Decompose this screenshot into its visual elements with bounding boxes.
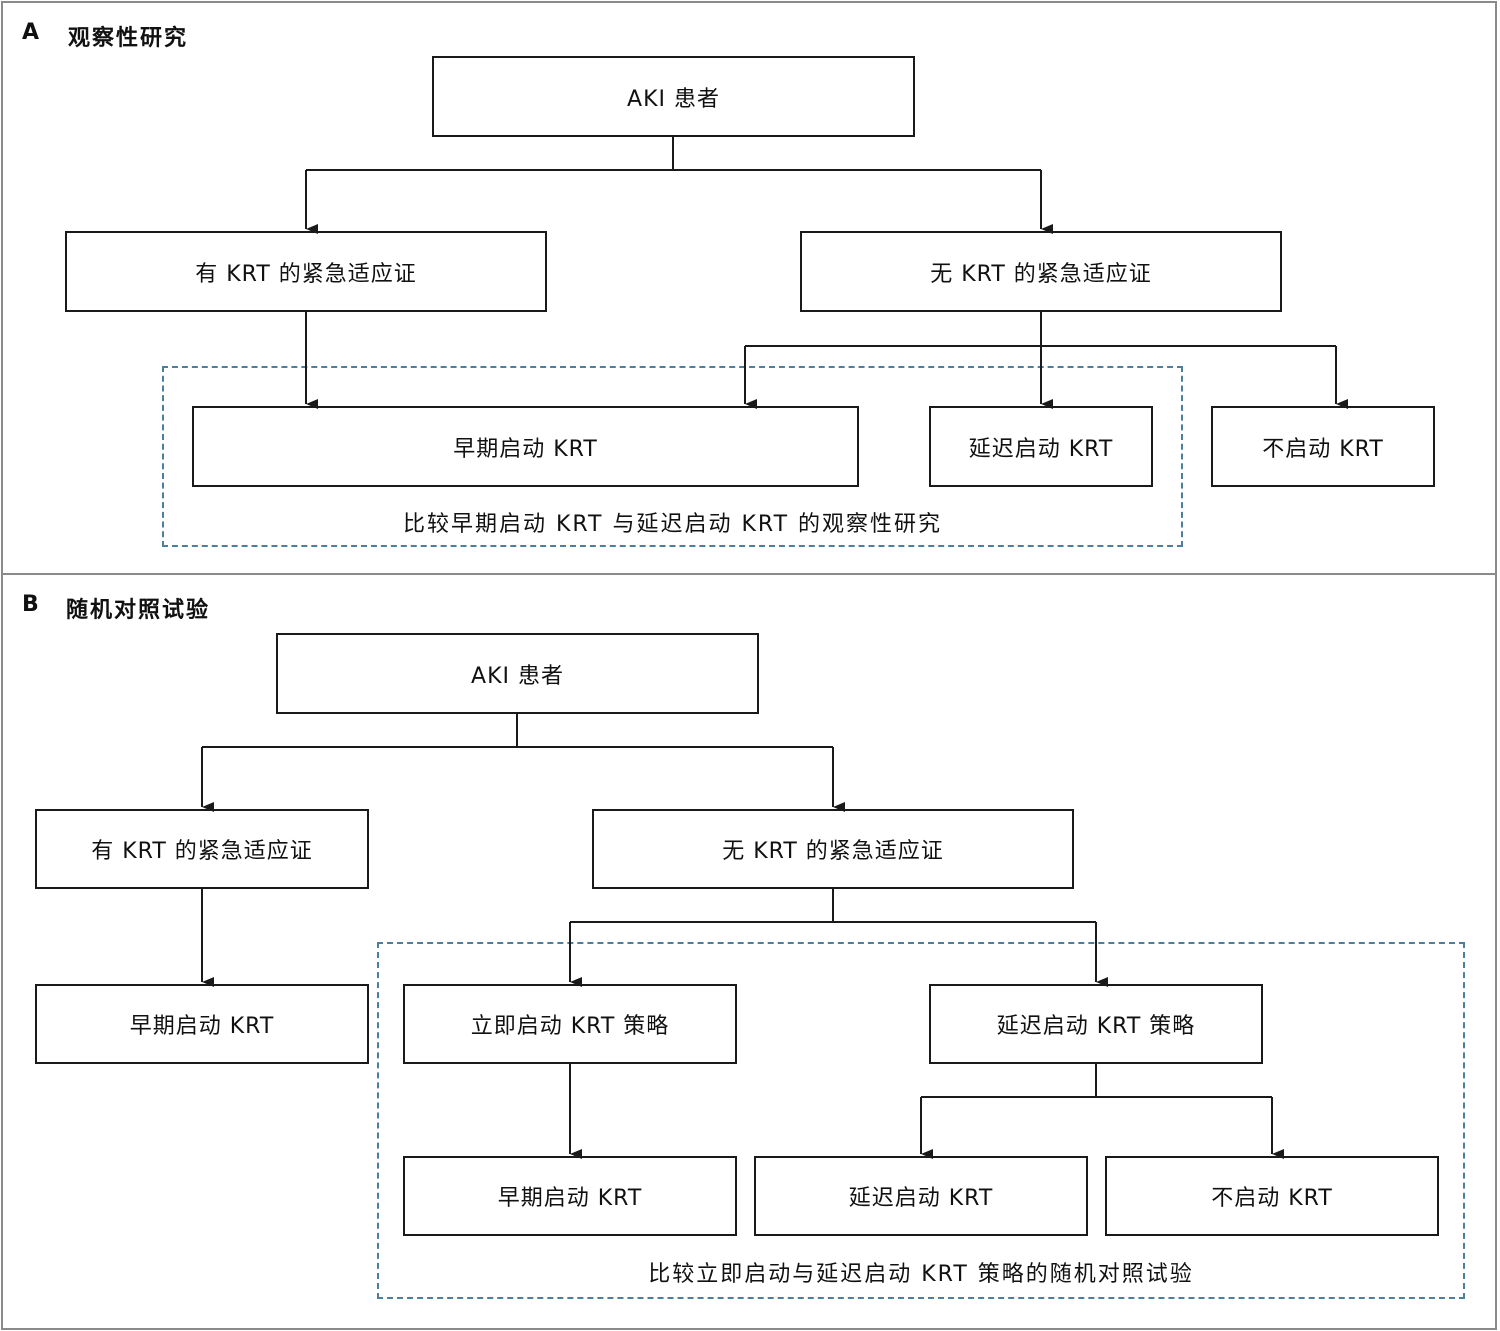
panel-b-early-krt-node: 早期启动 KRT: [403, 1156, 737, 1236]
panel-a-delayed-krt-node: 延迟启动 KRT: [929, 406, 1153, 487]
panel-b-label: B: [22, 592, 40, 617]
panel-b-caption: 比较立即启动与延迟启动 KRT 策略的随机对照试验: [648, 1262, 1194, 1287]
panel-b-immediate-strategy-node: 立即启动 KRT 策略: [403, 984, 737, 1064]
panel-a-title: 观察性研究: [68, 26, 189, 51]
panel-b-delayed-krt-node: 延迟启动 KRT: [754, 1156, 1088, 1236]
panel-b-delayed-strategy-node: 延迟启动 KRT 策略: [929, 984, 1263, 1064]
panel-b-title: 随机对照试验: [66, 598, 211, 623]
panel-b-no-krt-node: 不启动 KRT: [1105, 1156, 1439, 1236]
panel-b-trial-group: [377, 942, 1465, 1299]
panel-a-urgent-indication-node: 有 KRT 的紧急适应证: [65, 231, 547, 312]
panel-a-caption: 比较早期启动 KRT 与延迟启动 KRT 的观察性研究: [402, 512, 943, 537]
panel-a-comparison-group: [162, 366, 1183, 547]
panel-a-root-node: AKI 患者: [432, 56, 915, 137]
panel-a-no-krt-node: 不启动 KRT: [1211, 406, 1435, 487]
panel-b-no-urgent-indication-node: 无 KRT 的紧急适应证: [592, 809, 1074, 889]
panel-a-early-krt-node: 早期启动 KRT: [192, 406, 859, 487]
panel-b-early-krt-node-left: 早期启动 KRT: [35, 984, 369, 1064]
panel-b-urgent-indication-node: 有 KRT 的紧急适应证: [35, 809, 369, 889]
panel-b-root-node: AKI 患者: [276, 633, 759, 714]
panel-a-label: A: [22, 20, 41, 45]
